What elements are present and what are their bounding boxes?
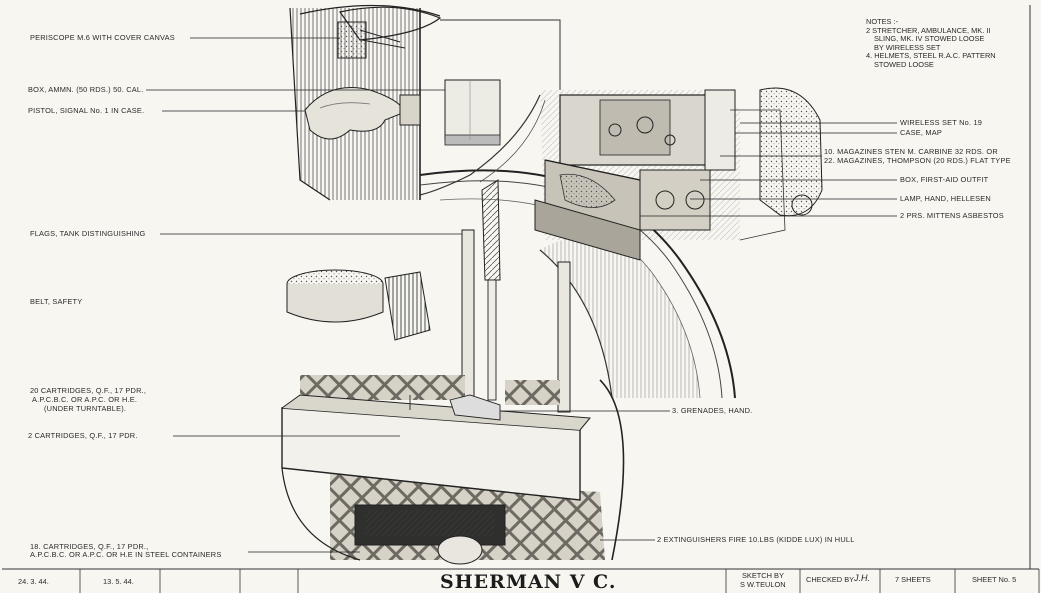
checked-by-initials: J.H. [854,573,871,583]
label-extinguishers: 2 EXTINGUISHERS FIRE 10.LBS (KIDDE LUX) … [657,535,855,544]
notes-line: BY WIRELESS SET [874,42,941,52]
sketch-by-label: SKETCH BY [742,571,784,580]
safety-belt-drawing [286,269,431,341]
label-cartridges-18-line1: 18. CARTRIDGES, Q.F., 17 PDR., [30,542,149,551]
label-cartridges-20-line1: 20 CARTRIDGES, Q.F., 17 PDR., [30,386,147,395]
sketch-by-name: S W.TEULON [740,580,786,589]
flags-staff-drawing [461,179,571,413]
label-periscope: PERISCOPE M.6 WITH COVER CANVAS [30,33,175,42]
signal-pistol-drawing [304,87,421,140]
ammo-box-drawing [444,79,501,146]
wireless-set-drawing [419,87,823,261]
turret-ring [419,169,736,399]
label-magazines-thompson: 22. MAGAZINES, THOMPSON (20 RDS.) FLAT T… [824,156,1011,165]
sheets-total: 7 SHEETS [895,575,931,584]
cartridge-rack-drawing [281,394,592,565]
label-magazines-sten: 10. MAGAZINES STEN M. CARBINE 32 RDS. OR [824,147,998,156]
issue-date-1: 24. 3. 44. [18,577,49,586]
label-flags: FLAGS, TANK DISTINGUISHING [30,229,146,238]
title-block-frame [2,5,1040,593]
drawing-title: SHERMAN V C. [440,571,617,593]
label-signal-pistol: PISTOL, SIGNAL No. 1 IN CASE. [28,106,145,115]
notes-line: 4. HELMETS, STEEL R.A.C. PATTERN [866,51,996,61]
label-safety-belt: BELT, SAFETY [30,297,83,306]
label-grenades: 3. GRENADES, HAND. [672,406,753,415]
label-map-case: CASE, MAP [900,128,943,137]
label-mittens: 2 PRS. MITTENS ASBESTOS [900,211,1004,220]
label-ammo-box: BOX, AMMN. (50 RDS.) 50. CAL. [28,85,144,94]
label-wireless-set: WIRELESS SET No. 19 [900,118,983,127]
label-cartridges-18-line2: A.P.C.B.C. OR A.P.C. OR H.E IN STEEL CON… [30,550,222,559]
notes-heading: NOTES :- [866,17,899,26]
sheet-number: SHEET No. 5 [972,575,1017,584]
periscope-drawing [337,6,442,59]
label-cartridges-20-line2: A.P.C.B.C. OR A.P.C. OR H.E. [32,395,138,404]
notes-block: NOTES :- 2 STRETCHER, AMBULANCE, MK. II … [866,17,996,70]
label-cartridges-2: 2 CARTRIDGES, Q.F., 17 PDR. [28,431,138,440]
notes-line: SLING, MK. IV STOWED LOOSE [874,34,985,44]
issue-date-2: 13. 5. 44. [103,577,134,586]
label-cartridges-20-line3: (UNDER TURNTABLE). [44,404,127,413]
notes-line: STOWED LOOSE [874,59,934,69]
label-hand-lamp: LAMP, HAND, HELLESEN [900,194,991,203]
checked-by-label: CHECKED BY [806,575,855,584]
leader-lines [146,37,897,553]
label-first-aid-box: BOX, FIRST-AID OUTFIT [900,175,989,184]
notes-line: 2 STRETCHER, AMBULANCE, MK. II [866,25,991,35]
